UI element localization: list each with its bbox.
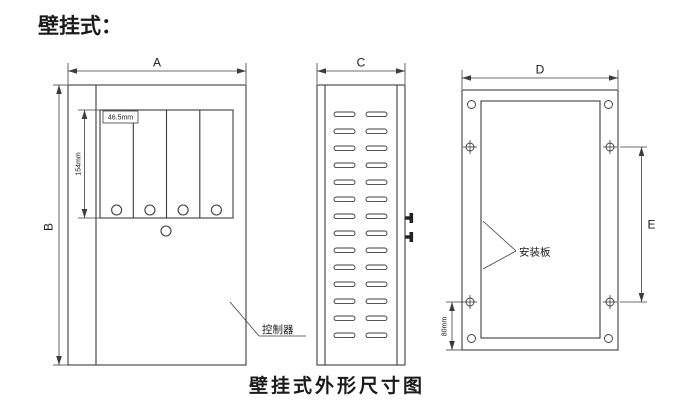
vent-slot — [365, 332, 388, 339]
front-cabinet-outline — [67, 84, 247, 366]
corner-hole — [467, 334, 476, 343]
lock-knob — [409, 213, 414, 223]
mounting-screw — [463, 295, 477, 309]
vent-slot — [365, 298, 388, 305]
rear-view: D E 80mm 安装板 — [442, 63, 656, 351]
vent-slot — [365, 281, 388, 288]
rear-outline — [461, 89, 619, 351]
leader-line — [482, 250, 517, 270]
vent-slot — [365, 179, 388, 186]
vent-slot — [365, 230, 388, 237]
vent-slot — [333, 179, 356, 186]
corner-hole — [604, 100, 613, 109]
mounting-screw — [603, 140, 617, 154]
module-hole — [177, 204, 189, 216]
lock-knob — [405, 216, 410, 220]
vent-slot — [365, 145, 388, 152]
vent-slot — [333, 162, 356, 169]
vent-slots — [333, 111, 388, 339]
dim-bottom-offset: 80mm — [442, 301, 463, 351]
mounting-plate-callout-label: 安装板 — [519, 246, 551, 259]
vent-slot — [365, 315, 388, 322]
dim-module-width: 46.5mm — [102, 110, 139, 124]
mounting-plate-callout: 安装板 — [482, 220, 551, 270]
vent-slot — [365, 111, 388, 118]
vent-slot — [365, 264, 388, 271]
controller-callout-label: 控制器 — [262, 323, 294, 336]
vent-slot — [365, 162, 388, 169]
side-cabinet-outline — [316, 84, 406, 366]
vent-slot — [333, 111, 356, 118]
dim-height-b: B — [42, 84, 68, 366]
corner-hole — [604, 334, 613, 343]
lock-knobs — [405, 213, 414, 242]
vent-slot — [333, 230, 356, 237]
dim-e-label: E — [648, 218, 656, 232]
module-hole — [144, 204, 156, 216]
vent-slot — [333, 128, 356, 135]
dim-a-label: A — [153, 56, 161, 70]
vent-slot — [333, 145, 356, 152]
dim-d-label: D — [536, 63, 545, 77]
dim-width-a: A — [67, 56, 247, 84]
dim-height-e: E — [620, 146, 656, 303]
module-hole — [210, 204, 222, 216]
vent-slot — [365, 247, 388, 254]
corner-hole — [467, 100, 476, 109]
vent-slot — [333, 298, 356, 305]
front-view: 46.5mm 154mm A B 控制器 — [42, 56, 306, 366]
dim-b-label: B — [42, 223, 56, 231]
mounting-screw — [603, 295, 617, 309]
dim-module-height-label: 154mm — [76, 152, 83, 176]
mounting-screw — [463, 140, 477, 154]
vent-slot — [333, 196, 356, 203]
controller-callout: 控制器 — [229, 301, 306, 337]
page-title: 壁挂式： — [38, 14, 122, 38]
dim-width-c: C — [316, 56, 406, 84]
dim-width-d: D — [461, 63, 619, 89]
vent-slot — [333, 264, 356, 271]
vent-slot — [333, 213, 356, 220]
module-hole — [111, 204, 123, 216]
vent-slot — [333, 315, 356, 322]
side-view: C — [316, 56, 414, 366]
dim-c-label: C — [357, 56, 366, 70]
lock-knob — [409, 232, 414, 242]
vent-slot — [333, 281, 356, 288]
dim-box — [102, 110, 139, 124]
mounting-plate-outline — [480, 100, 601, 339]
leader-line — [229, 301, 260, 337]
dim-80mm-label: 80mm — [442, 317, 449, 337]
vent-slot — [365, 128, 388, 135]
panel-hole — [160, 225, 172, 237]
drawing-caption: 壁挂式外形尺寸图 — [249, 374, 425, 397]
lock-knob — [405, 235, 410, 239]
vent-slot — [333, 332, 356, 339]
dim-module-height: 154mm — [76, 109, 100, 219]
leader-line — [482, 220, 517, 252]
dim-module-width-label: 46.5mm — [108, 115, 133, 122]
vent-slot — [333, 247, 356, 254]
vent-slot — [365, 196, 388, 203]
vent-slot — [365, 213, 388, 220]
